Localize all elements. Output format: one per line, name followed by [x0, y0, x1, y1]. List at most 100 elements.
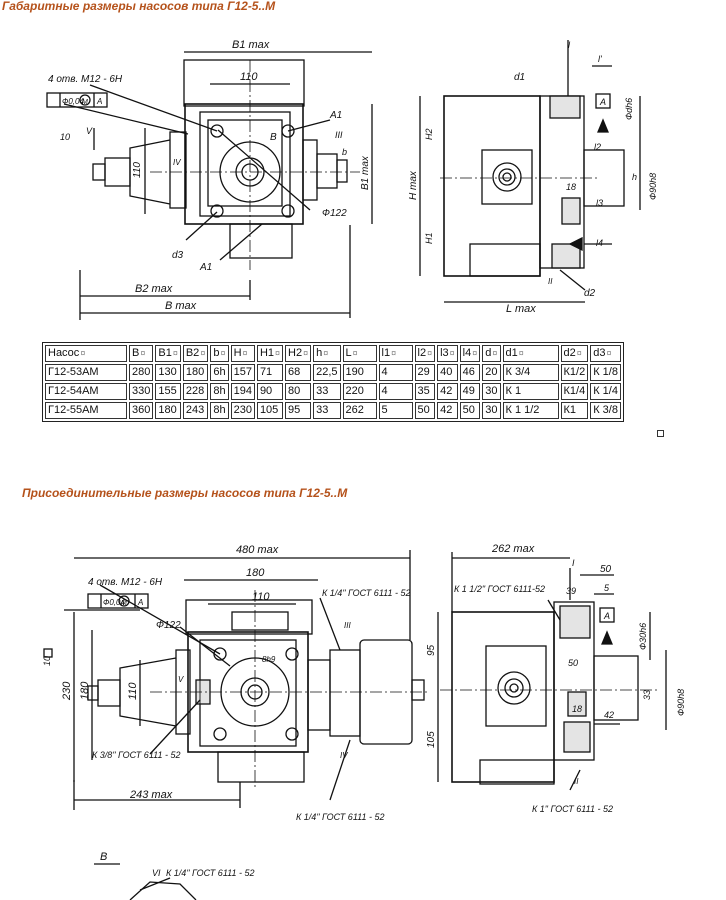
- svg-text:А: А: [599, 97, 606, 107]
- dimensions-table: Насос¤ B¤ B1¤ B2¤ b¤ H¤ H1¤ H2¤ h¤ L¤ l1…: [42, 342, 624, 422]
- svg-text:H2: H2: [424, 128, 434, 140]
- svg-text:d2: d2: [584, 288, 596, 299]
- table-cell: 262: [342, 402, 377, 419]
- svg-text:50: 50: [600, 564, 612, 575]
- svg-text:l: l: [568, 40, 571, 50]
- table-cell: 8h: [210, 402, 229, 419]
- svg-text:А: А: [603, 611, 610, 621]
- table-cell: К 1/8: [590, 364, 621, 381]
- table-cell: 190: [342, 364, 377, 381]
- svg-text:243 max: 243 max: [129, 789, 173, 801]
- dimension-drawing-1: 4 отв. М12 - 6Н Ф0,04 М А B1 max 110 A1 …: [46, 39, 658, 320]
- table-cell: К1/2: [560, 364, 589, 381]
- svg-text:262 max: 262 max: [491, 543, 535, 555]
- table-header-cell: H2¤: [285, 345, 312, 362]
- width-480-label: 480 max: [236, 544, 279, 556]
- svg-text:L max: L max: [506, 303, 536, 315]
- svg-text:К 1/4" ГОСТ 6111 - 52: К 1/4" ГОСТ 6111 - 52: [166, 868, 255, 878]
- table-cell: 50: [414, 402, 436, 419]
- table-header-cell: b¤: [210, 345, 229, 362]
- svg-text:А: А: [137, 598, 143, 607]
- table-cell: К 1 1/2: [502, 402, 559, 419]
- svg-text:42: 42: [604, 710, 614, 720]
- svg-text:V: V: [178, 675, 184, 684]
- svg-text:Ф0,04: Ф0,04: [103, 598, 125, 607]
- table-cell: 42: [437, 383, 458, 400]
- table-cell: 330: [129, 383, 154, 400]
- svg-text:Ф90h8: Ф90h8: [648, 173, 658, 200]
- table-resize-handle[interactable]: [657, 430, 664, 437]
- svg-text:М: М: [82, 99, 88, 106]
- svg-text:180: 180: [79, 681, 91, 700]
- table-row: Г12-53АМ 280 130 180 6h 157 71 68 22,5 1…: [45, 364, 621, 381]
- svg-text:H max: H max: [408, 170, 419, 200]
- table-cell: 29: [414, 364, 436, 381]
- svg-text:105: 105: [426, 731, 437, 748]
- holes-callout-label-2: 4 отв. М12 - 6Н: [88, 577, 163, 588]
- table-cell: Г12-54АМ: [45, 383, 127, 400]
- table-header-cell: B1¤: [155, 345, 181, 362]
- table-header-cell: l3¤: [437, 345, 458, 362]
- svg-text:К 1" ГОСТ 6111 - 52: К 1" ГОСТ 6111 - 52: [532, 804, 613, 814]
- svg-text:39: 39: [566, 586, 576, 596]
- svg-text:33: 33: [642, 690, 652, 700]
- table-header-cell: d3¤: [590, 345, 621, 362]
- svg-text:IV: IV: [173, 158, 181, 167]
- svg-text:В: В: [100, 851, 107, 863]
- svg-text:III: III: [344, 621, 351, 630]
- table-cell: К 3/8: [590, 402, 621, 419]
- svg-text:А: А: [96, 97, 102, 106]
- svg-text:d3: d3: [172, 250, 184, 261]
- svg-text:B max: B max: [165, 300, 197, 312]
- table-cell: 8h: [210, 383, 229, 400]
- table-cell: 68: [285, 364, 312, 381]
- svg-text:l4: l4: [596, 238, 603, 248]
- svg-text:8h9: 8h9: [262, 655, 276, 664]
- table-cell: 155: [155, 383, 181, 400]
- svg-text:110: 110: [240, 71, 258, 83]
- table-header-cell: d2¤: [560, 345, 589, 362]
- svg-text:l': l': [598, 54, 602, 64]
- svg-text:Ф90h8: Ф90h8: [676, 689, 686, 716]
- table-cell: 130: [155, 364, 181, 381]
- svg-text:Ф0,04: Ф0,04: [62, 97, 84, 106]
- svg-text:A1: A1: [329, 110, 342, 121]
- table-header-cell: B2¤: [182, 345, 209, 362]
- svg-text:50: 50: [568, 658, 578, 668]
- table-header-cell: h¤: [313, 345, 341, 362]
- svg-text:Ф122: Ф122: [156, 620, 181, 631]
- table-header-row: Насос¤ B¤ B1¤ B2¤ b¤ H¤ H1¤ H2¤ h¤ L¤ l1…: [45, 345, 621, 362]
- table-cell: 40: [437, 364, 458, 381]
- table-cell: 157: [230, 364, 255, 381]
- table-cell: 80: [285, 383, 312, 400]
- section-heading-dimensions: Габаритные размеры насосов типа Г12-5..М: [2, 0, 276, 13]
- b1max-label: B1 max: [232, 39, 270, 51]
- svg-text:180: 180: [246, 567, 265, 579]
- svg-text:110: 110: [132, 162, 143, 178]
- holes-callout-label: 4 отв. М12 - 6Н: [48, 74, 123, 85]
- section-heading-connection: Присоединительные размеры насосов типа Г…: [22, 486, 348, 500]
- svg-text:III: III: [335, 130, 343, 140]
- table-cell: 95: [285, 402, 312, 419]
- table-cell: 228: [182, 383, 209, 400]
- svg-text:H1: H1: [424, 232, 434, 244]
- svg-text:VI: VI: [152, 868, 161, 878]
- table-cell: 180: [155, 402, 181, 419]
- table-cell: 33: [313, 402, 341, 419]
- svg-text:h: h: [632, 172, 637, 182]
- svg-text:l3: l3: [596, 198, 603, 208]
- svg-text:II: II: [548, 277, 553, 286]
- table-cell: 50: [459, 402, 481, 419]
- table-cell: 280: [129, 364, 154, 381]
- svg-text:Ф122: Ф122: [322, 208, 347, 219]
- svg-text:95: 95: [426, 644, 437, 656]
- svg-text:IV: IV: [340, 751, 348, 760]
- table-cell: 22,5: [313, 364, 341, 381]
- svg-text:10: 10: [42, 656, 52, 666]
- table-header-cell: Насос¤: [45, 345, 127, 362]
- svg-text:К 1/4" ГОСТ 6111 - 52: К 1/4" ГОСТ 6111 - 52: [322, 588, 411, 598]
- svg-text:18: 18: [566, 182, 576, 192]
- dimension-drawing-2: 480 max 4 отв. М12 - 6Н Ф0,04 М А 180 11…: [42, 543, 686, 900]
- table-cell: 180: [182, 364, 209, 381]
- table-header-cell: B¤: [129, 345, 154, 362]
